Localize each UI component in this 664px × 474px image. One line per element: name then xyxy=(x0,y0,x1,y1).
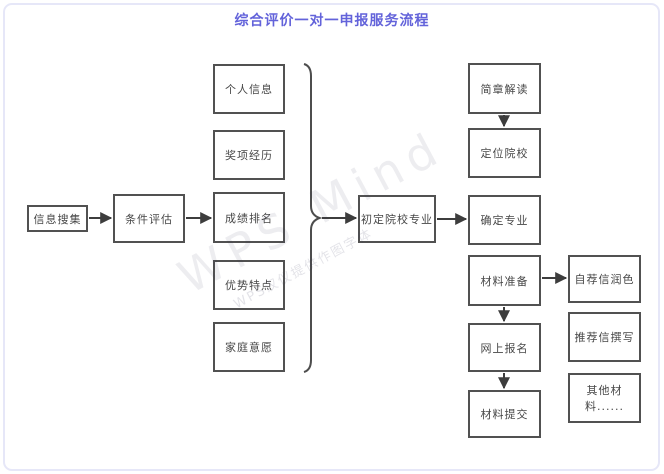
node-info-collection: 信息搜集 xyxy=(27,205,88,232)
node-strengths: 优势特点 xyxy=(213,260,285,310)
node-rec-letter: 推荐信撰写 xyxy=(568,312,641,362)
canvas-frame xyxy=(3,3,660,471)
node-material-prep: 材料准备 xyxy=(468,255,541,306)
node-material-submit: 材料提交 xyxy=(468,390,541,438)
group-brace-icon xyxy=(303,63,323,373)
node-other-materials: 其他材料...... xyxy=(568,373,641,423)
node-award-experience: 奖项经历 xyxy=(213,130,285,180)
node-target-schools: 定位院校 xyxy=(468,128,541,178)
node-family-wishes: 家庭意愿 xyxy=(213,322,285,372)
node-personal-info: 个人信息 xyxy=(213,64,285,114)
node-confirm-major: 确定专业 xyxy=(468,195,541,245)
node-online-reg: 网上报名 xyxy=(468,323,541,372)
node-preliminary-choice: 初定院校专业 xyxy=(358,195,436,243)
page-title: 综合评价一对一申报服务流程 xyxy=(234,13,430,29)
node-brochure-reading: 简章解读 xyxy=(468,63,541,114)
node-grade-ranking: 成绩排名 xyxy=(213,192,285,243)
node-self-letter: 自荐信润色 xyxy=(568,255,641,303)
node-condition-eval: 条件评估 xyxy=(113,194,185,243)
